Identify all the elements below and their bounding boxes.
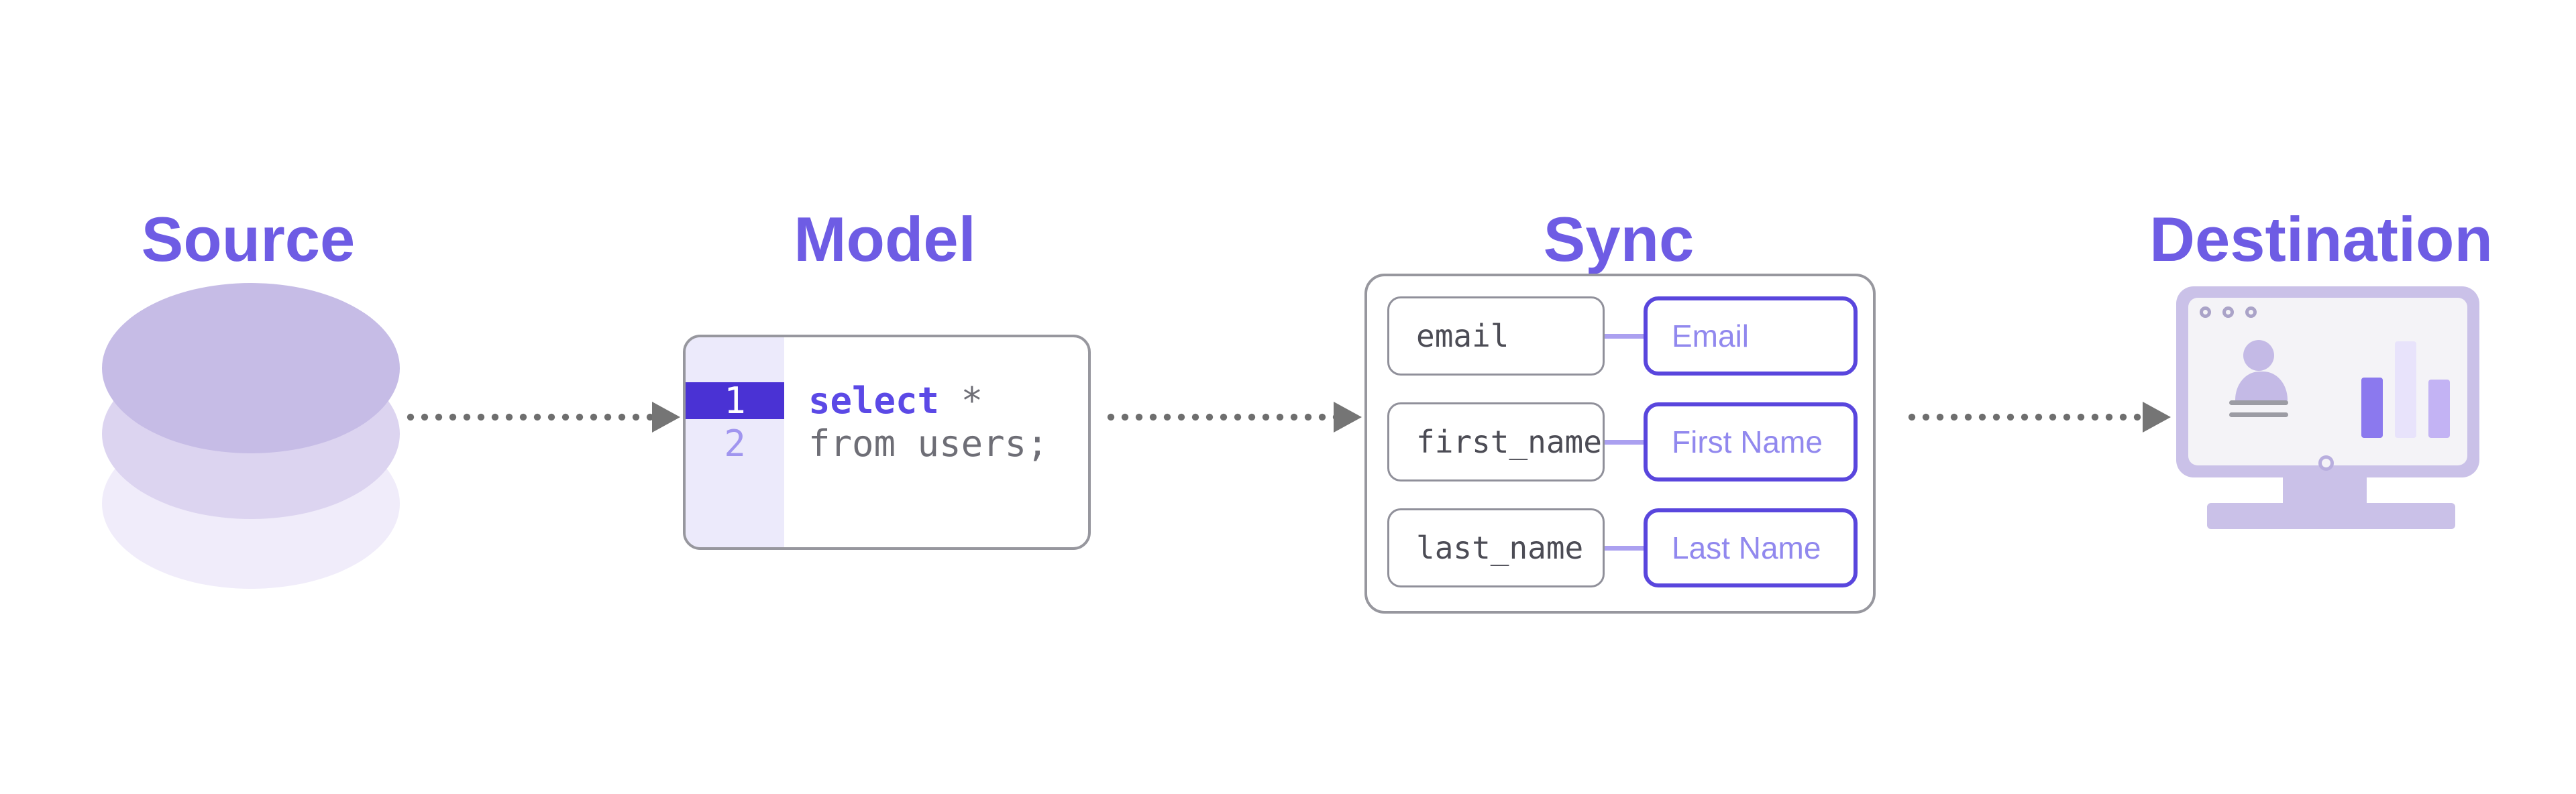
- sync-mapping-card: email Email first_name First Name last_n…: [1364, 274, 1876, 614]
- database-icon: [102, 283, 400, 589]
- sql-rest: *: [939, 380, 983, 422]
- arrowhead-icon: [2143, 402, 2171, 433]
- monitor-base: [2207, 503, 2455, 529]
- line-number-1: 1: [724, 380, 746, 422]
- dotted-line: [1908, 413, 2144, 421]
- sql-model-card: 1 2 select * from users;: [683, 335, 1091, 550]
- monitor-stand: [2283, 477, 2367, 504]
- person-icon: [2243, 340, 2274, 371]
- chart-bar: [2428, 380, 2450, 438]
- arrowhead-icon: [652, 402, 680, 433]
- dotted-line: [1107, 413, 1335, 421]
- dotted-line: [407, 413, 653, 421]
- window-dots-icon: [2200, 306, 2257, 318]
- monitor-screen: [2188, 298, 2467, 465]
- code-line-1: select *: [808, 382, 983, 419]
- sql-keyword: select: [808, 380, 940, 422]
- field-mapping-row: email Email: [1387, 296, 1873, 376]
- source-field-email: email: [1387, 296, 1605, 376]
- window-dot-icon: [2200, 306, 2211, 318]
- highlighted-line-row: [686, 382, 784, 419]
- source-heading: Source: [141, 204, 356, 275]
- database-disk-top: [102, 283, 400, 453]
- monitor-home-button: [2318, 455, 2334, 471]
- mapping-connector: [1605, 333, 1644, 339]
- bar-chart-icon: [2361, 341, 2450, 438]
- chart-bar: [2361, 378, 2383, 438]
- model-heading: Model: [794, 204, 976, 275]
- window-dot-icon: [2222, 306, 2234, 318]
- line-number-2: 2: [724, 422, 746, 465]
- monitor-icon: [2176, 286, 2479, 529]
- person-icon: [2235, 372, 2288, 402]
- arrow-source-to-model: [407, 400, 680, 435]
- text-line-decoration: [2229, 400, 2288, 405]
- destination-heading: Destination: [2149, 204, 2493, 275]
- destination-field-first-name: First Name: [1644, 402, 1858, 481]
- destination-field-last-name: Last Name: [1644, 508, 1858, 587]
- chart-bar: [2395, 341, 2416, 438]
- source-field-first-name: first_name: [1387, 402, 1605, 481]
- destination-field-email: Email: [1644, 296, 1858, 376]
- code-line-2: from users;: [808, 422, 1049, 465]
- text-line-decoration: [2229, 412, 2288, 417]
- window-dot-icon: [2245, 306, 2257, 318]
- mapping-connector: [1605, 545, 1644, 551]
- sync-heading: Sync: [1543, 204, 1695, 275]
- arrow-sync-to-destination: [1908, 400, 2171, 435]
- arrow-model-to-sync: [1107, 400, 1362, 435]
- arrowhead-icon: [1334, 402, 1362, 433]
- source-field-last-name: last_name: [1387, 508, 1605, 587]
- field-mapping-row: first_name First Name: [1387, 402, 1873, 481]
- mapping-connector: [1605, 439, 1644, 445]
- field-mapping-row: last_name Last Name: [1387, 508, 1873, 587]
- line-number-gutter: [686, 337, 784, 547]
